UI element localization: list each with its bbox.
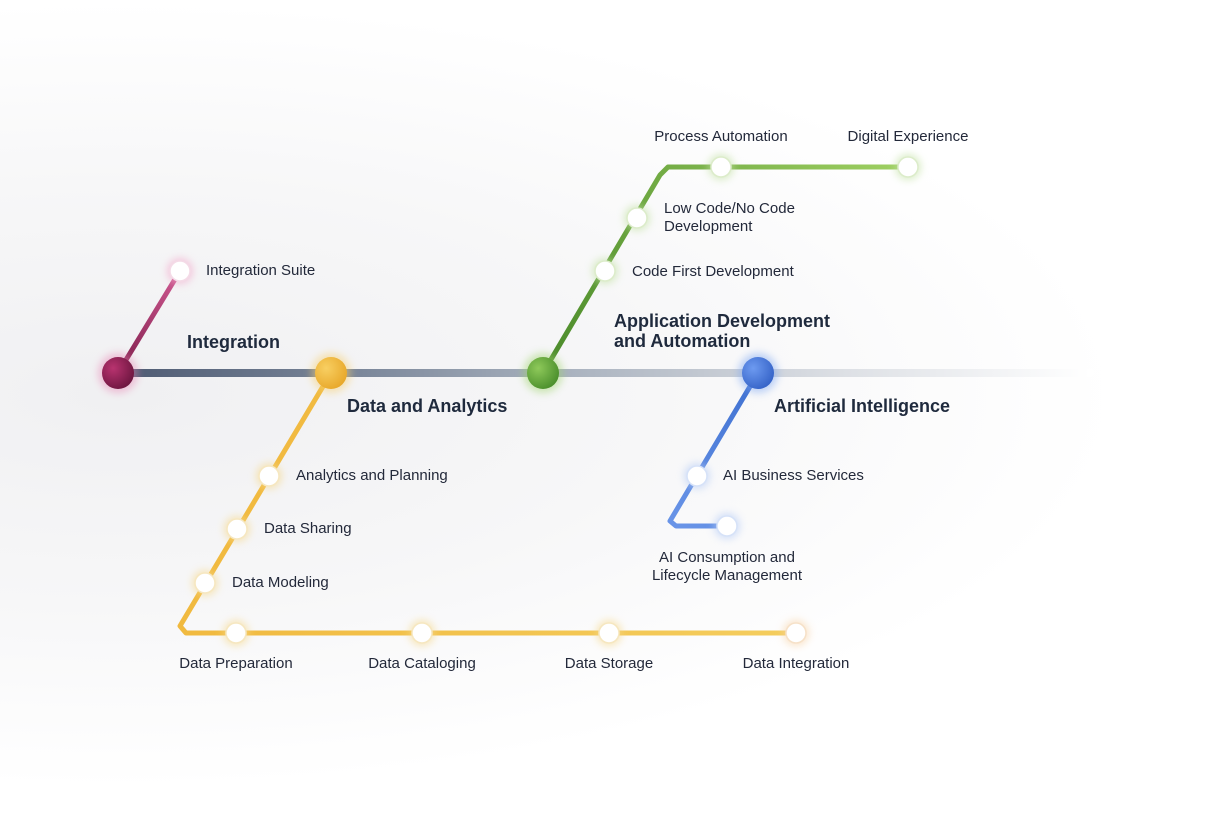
label-data-modeling: Data Modeling — [232, 574, 329, 591]
station-integration-suite[interactable] — [167, 258, 193, 284]
label-data-sharing: Data Sharing — [264, 520, 352, 537]
station-digital-experience[interactable] — [895, 154, 921, 180]
label-integration-suite: Integration Suite — [206, 262, 316, 279]
label-code-first-development: Code First Development — [632, 263, 794, 280]
app-dev-hub[interactable] — [523, 353, 563, 393]
station-data-cataloging[interactable] — [409, 620, 435, 646]
station-data-modeling[interactable] — [192, 570, 218, 596]
station-ai-consumption[interactable] — [714, 513, 740, 539]
data-analytics-hub[interactable] — [311, 353, 351, 393]
station-data-preparation[interactable] — [223, 620, 249, 646]
station-ai-business-services[interactable] — [684, 463, 710, 489]
label-ai-consumption: AI Consumption and Lifecycle Management — [651, 549, 803, 584]
label-analytics-planning: Analytics and Planning — [296, 467, 448, 484]
label-digital-experience: Digital Experience — [847, 128, 969, 145]
integration-heading: Integration — [187, 332, 280, 352]
app-dev-heading: Application Development and Automation — [614, 311, 831, 351]
station-code-first-development[interactable] — [592, 258, 618, 284]
label-data-integration: Data Integration — [742, 655, 850, 672]
ai-track — [667, 370, 761, 529]
station-process-automation[interactable] — [708, 154, 734, 180]
station-low-code-no-code[interactable] — [624, 205, 650, 231]
label-data-storage: Data Storage — [564, 655, 654, 672]
ai-hub[interactable] — [738, 353, 778, 393]
data-analytics-heading: Data and Analytics — [347, 396, 508, 416]
label-data-cataloging: Data Cataloging — [368, 655, 476, 672]
data-analytics-track — [177, 370, 800, 636]
integration-hub[interactable] — [98, 353, 138, 393]
label-low-code-no-code: Low Code/No Code Development — [664, 200, 795, 235]
label-data-preparation: Data Preparation — [179, 655, 293, 672]
ai-heading: Artificial Intelligence — [774, 396, 951, 416]
station-data-storage[interactable] — [596, 620, 622, 646]
label-process-automation: Process Automation — [654, 128, 788, 145]
label-ai-business-services: AI Business Services — [723, 467, 864, 484]
station-analytics-planning[interactable] — [256, 463, 282, 489]
station-data-sharing[interactable] — [224, 516, 250, 542]
station-data-integration[interactable] — [783, 620, 809, 646]
